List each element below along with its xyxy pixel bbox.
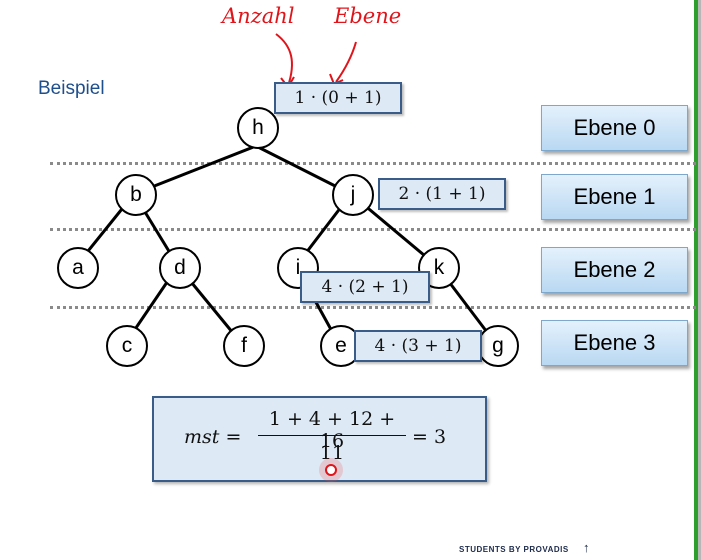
annotation-level: Ebene — [334, 4, 402, 28]
level-label-0: Ebene 0 — [541, 105, 688, 151]
formula-level-0: 1 · (0 + 1) — [274, 82, 402, 114]
right-edge-shadow — [698, 0, 701, 560]
annotation-count: Anzahl — [222, 4, 295, 28]
level-separator-1 — [50, 162, 696, 165]
level-separator-3 — [50, 306, 696, 309]
pointer-dot — [325, 464, 337, 476]
footer-logo: STUDENTS BY PROVADIS — [459, 545, 569, 554]
tree-node-j: j — [332, 174, 374, 216]
mst-formula-box: mst = 1 + 4 + 12 + 16 11 = 3 — [152, 396, 487, 482]
level-label-3: Ebene 3 — [541, 320, 688, 366]
tree-node-f: f — [223, 325, 265, 367]
tree-node-c: c — [106, 325, 148, 367]
tree-node-g: g — [477, 325, 519, 367]
up-arrow-icon: ↑ — [583, 540, 590, 555]
formula-level-2: 4 · (2 + 1) — [300, 271, 430, 303]
formula-level-1: 2 · (1 + 1) — [378, 178, 506, 210]
mst-fraction-bar — [258, 435, 406, 436]
tree-node-b: b — [115, 174, 157, 216]
formula-level-3: 4 · (3 + 1) — [354, 330, 482, 362]
level-label-1: Ebene 1 — [541, 174, 688, 220]
mst-denominator: 11 — [319, 442, 345, 464]
mst-lhs: mst = — [184, 426, 242, 448]
tree-node-h: h — [237, 107, 279, 149]
slide-title: Beispiel — [38, 78, 105, 99]
mst-rhs: = 3 — [412, 426, 447, 448]
right-edge-bar — [694, 0, 698, 560]
tree-node-d: d — [159, 247, 201, 289]
tree-node-a: a — [57, 247, 99, 289]
level-label-2: Ebene 2 — [541, 247, 688, 293]
level-separator-2 — [50, 228, 696, 231]
